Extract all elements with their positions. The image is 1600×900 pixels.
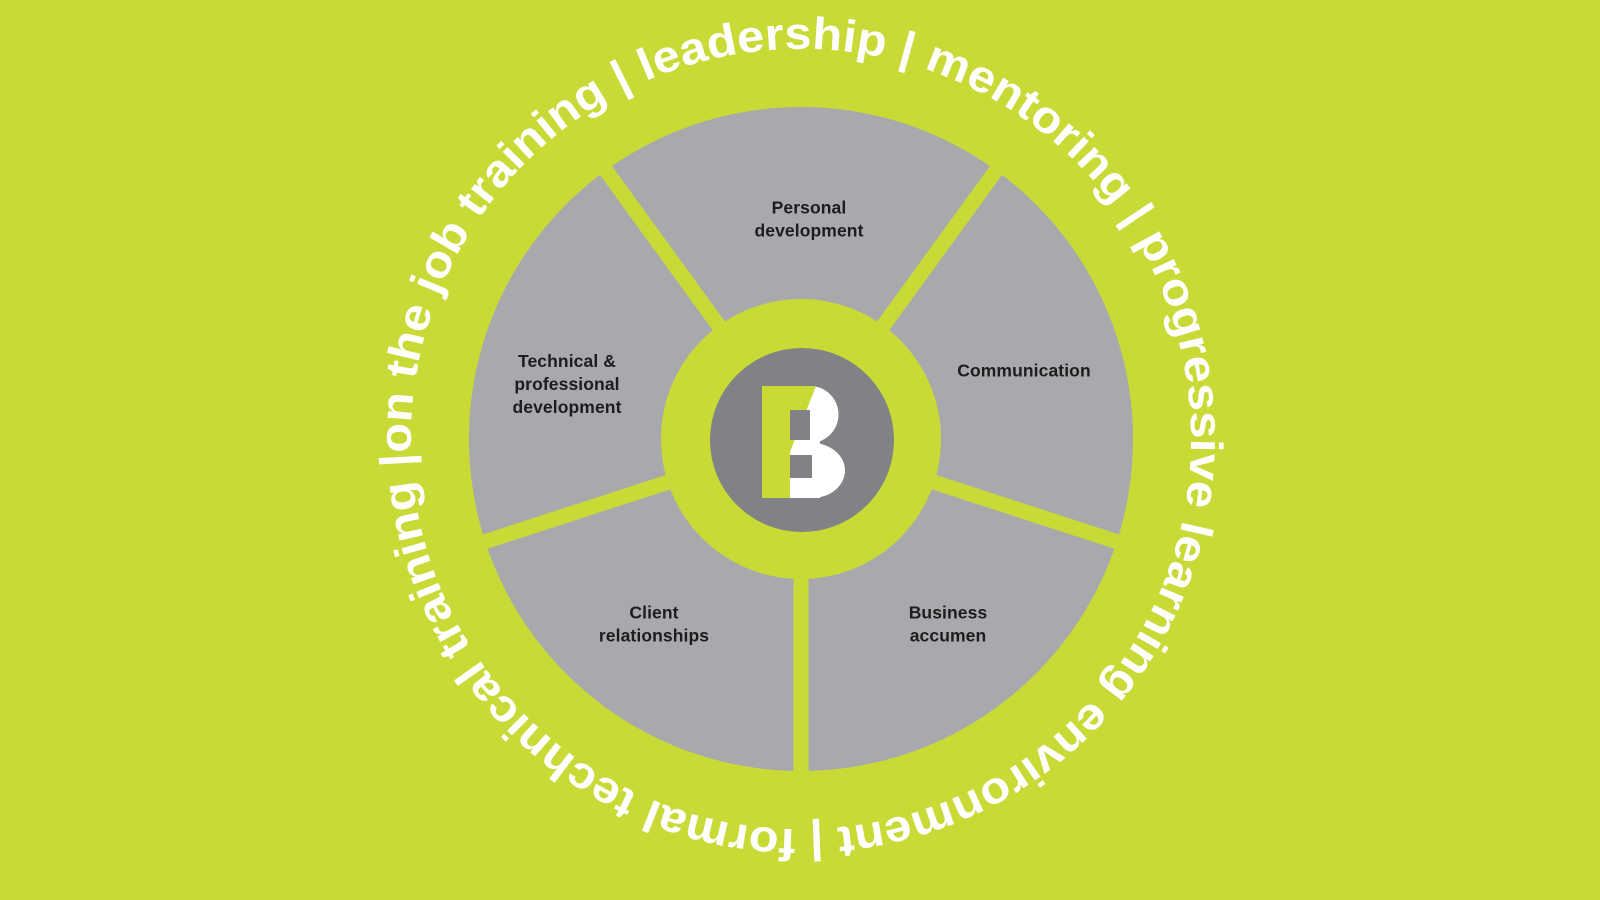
segment-label-client-relationships: Client relationships (598, 602, 710, 645)
segment-label-technical-professional-development: Technical & professional development (512, 350, 622, 417)
segment-personal-development (605, 107, 997, 440)
segment-label-personal-development: Personal development (754, 197, 864, 240)
segment-label-communication: Communication (957, 360, 1091, 381)
segment-label-business-accumen: Business accumen (908, 602, 988, 645)
